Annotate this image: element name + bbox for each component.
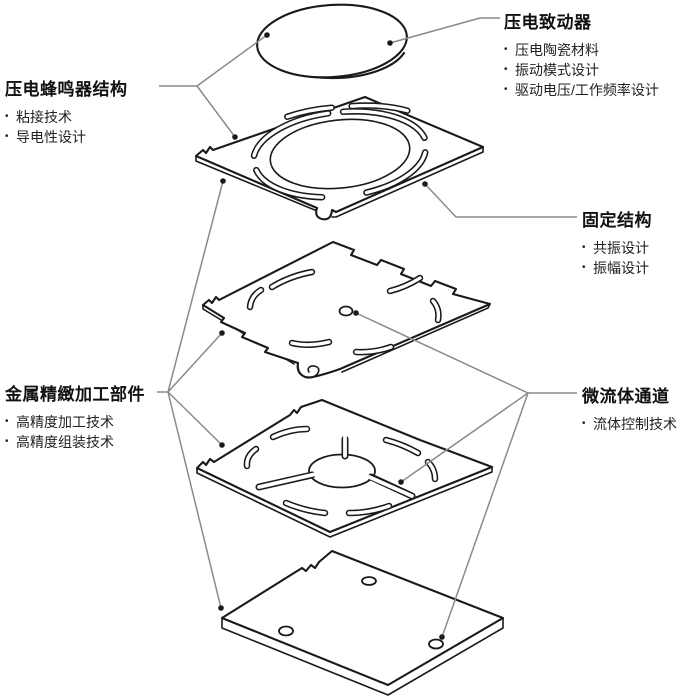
label-title: 微流体通道: [582, 387, 670, 406]
base-plate: [220, 549, 505, 696]
bullet-item: • 高精度组装技术: [5, 432, 145, 452]
bullet-dot: •: [504, 44, 508, 55]
bullet-dot: •: [5, 416, 9, 427]
valve-slots: [243, 425, 439, 517]
leader-micro: [355, 312, 577, 638]
bullet-text: 导电性设计: [16, 129, 86, 145]
channel-plate: [201, 240, 492, 379]
leader-buzzer: [159, 34, 268, 138]
valve-plate-thickness: [196, 466, 493, 538]
channel-plate-hook: [297, 362, 320, 379]
bullet-dot: •: [504, 64, 508, 75]
bullet-text: 驱动电压/工作频率设计: [515, 82, 659, 98]
bullet-text: 振动模式设计: [515, 62, 599, 78]
bullet-item: • 共振设计: [582, 238, 652, 258]
leader-fixed: [424, 183, 577, 218]
bullet-text: 粘接技术: [16, 109, 72, 125]
label-piezo-buzzer-structure: 压电蜂鸣器结构 • 粘接技术 • 导电性设计: [5, 75, 128, 147]
label-title: 压电蜂鸣器结构: [5, 80, 128, 99]
bullet-item: • 驱动电压/工作频率设计: [504, 80, 659, 100]
bullet-text: 振幅设计: [593, 260, 649, 276]
suspension-ring: [250, 102, 429, 201]
valve-plate: [195, 398, 494, 538]
bullet-dot: •: [5, 131, 9, 142]
piezo-disc: [256, 3, 408, 80]
label-precision-metal-parts: 金属精緻加工部件 • 高精度加工技术 • 高精度组装技术: [5, 380, 145, 452]
bullet-text: 高精度加工技术: [16, 414, 114, 430]
fixing-frame-plate: [194, 95, 485, 221]
valve-center-hole: [308, 453, 376, 489]
label-bullets: • 流体控制技术: [582, 414, 677, 434]
bullet-dot: •: [504, 84, 508, 95]
leader-actuator: [389, 17, 500, 44]
bullet-text: 高精度组装技术: [16, 434, 114, 450]
label-fixed-structure: 固定结构 • 共振设计 • 振幅设计: [582, 206, 652, 278]
bullet-item: • 导电性设计: [5, 127, 128, 147]
bullet-item: • 高精度加工技术: [5, 412, 145, 432]
bullet-dot: •: [582, 242, 586, 253]
label-bullets: • 压电陶瓷材料 • 振动模式设计 • 驱动电压/工作频率设计: [504, 40, 659, 100]
label-microfluidic-channel: 微流体通道 • 流体控制技术: [582, 382, 677, 434]
base-plate-thickness: [221, 617, 504, 696]
anchor-dots: [218, 32, 445, 640]
label-title: 压电致动器: [504, 13, 592, 32]
label-title: 固定结构: [582, 211, 652, 230]
label-bullets: • 高精度加工技术 • 高精度组装技术: [5, 412, 145, 452]
ring-inner-opening: [269, 118, 411, 190]
label-piezo-actuator: 压电致动器 • 压电陶瓷材料 • 振动模式设计 • 驱动电压/工作频率设计: [504, 8, 659, 100]
bullet-item: • 压电陶瓷材料: [504, 40, 659, 60]
base-hole-right: [428, 638, 444, 650]
leader-metal: [157, 180, 224, 609]
disc-face: [256, 3, 408, 79]
bullet-text: 流体控制技术: [593, 416, 677, 432]
bullet-text: 压电陶瓷材料: [515, 42, 599, 58]
bullet-dot: •: [582, 418, 586, 429]
bullet-item: • 振幅设计: [582, 258, 652, 278]
center-vent-hole: [338, 305, 354, 317]
label-bullets: • 共振设计 • 振幅设计: [582, 238, 652, 278]
bullet-item: • 流体控制技术: [582, 414, 677, 434]
channel-slots: [246, 268, 442, 356]
bullet-item: • 粘接技术: [5, 107, 128, 127]
bullet-text: 共振设计: [593, 240, 649, 256]
frame-thickness-edge: [195, 146, 484, 218]
base-plate-outline: [220, 549, 505, 687]
leader-lines: [157, 17, 577, 638]
base-hole-left: [278, 625, 294, 637]
base-hole-top: [361, 576, 377, 586]
bullet-dot: •: [5, 111, 9, 122]
label-title: 金属精緻加工部件: [5, 385, 145, 404]
central-valve-opening: [255, 435, 416, 500]
label-bullets: • 粘接技术 • 导电性设计: [5, 107, 128, 147]
bullet-dot: •: [582, 262, 586, 273]
bullet-dot: •: [5, 436, 9, 447]
bullet-item: • 振动模式设计: [504, 60, 659, 80]
